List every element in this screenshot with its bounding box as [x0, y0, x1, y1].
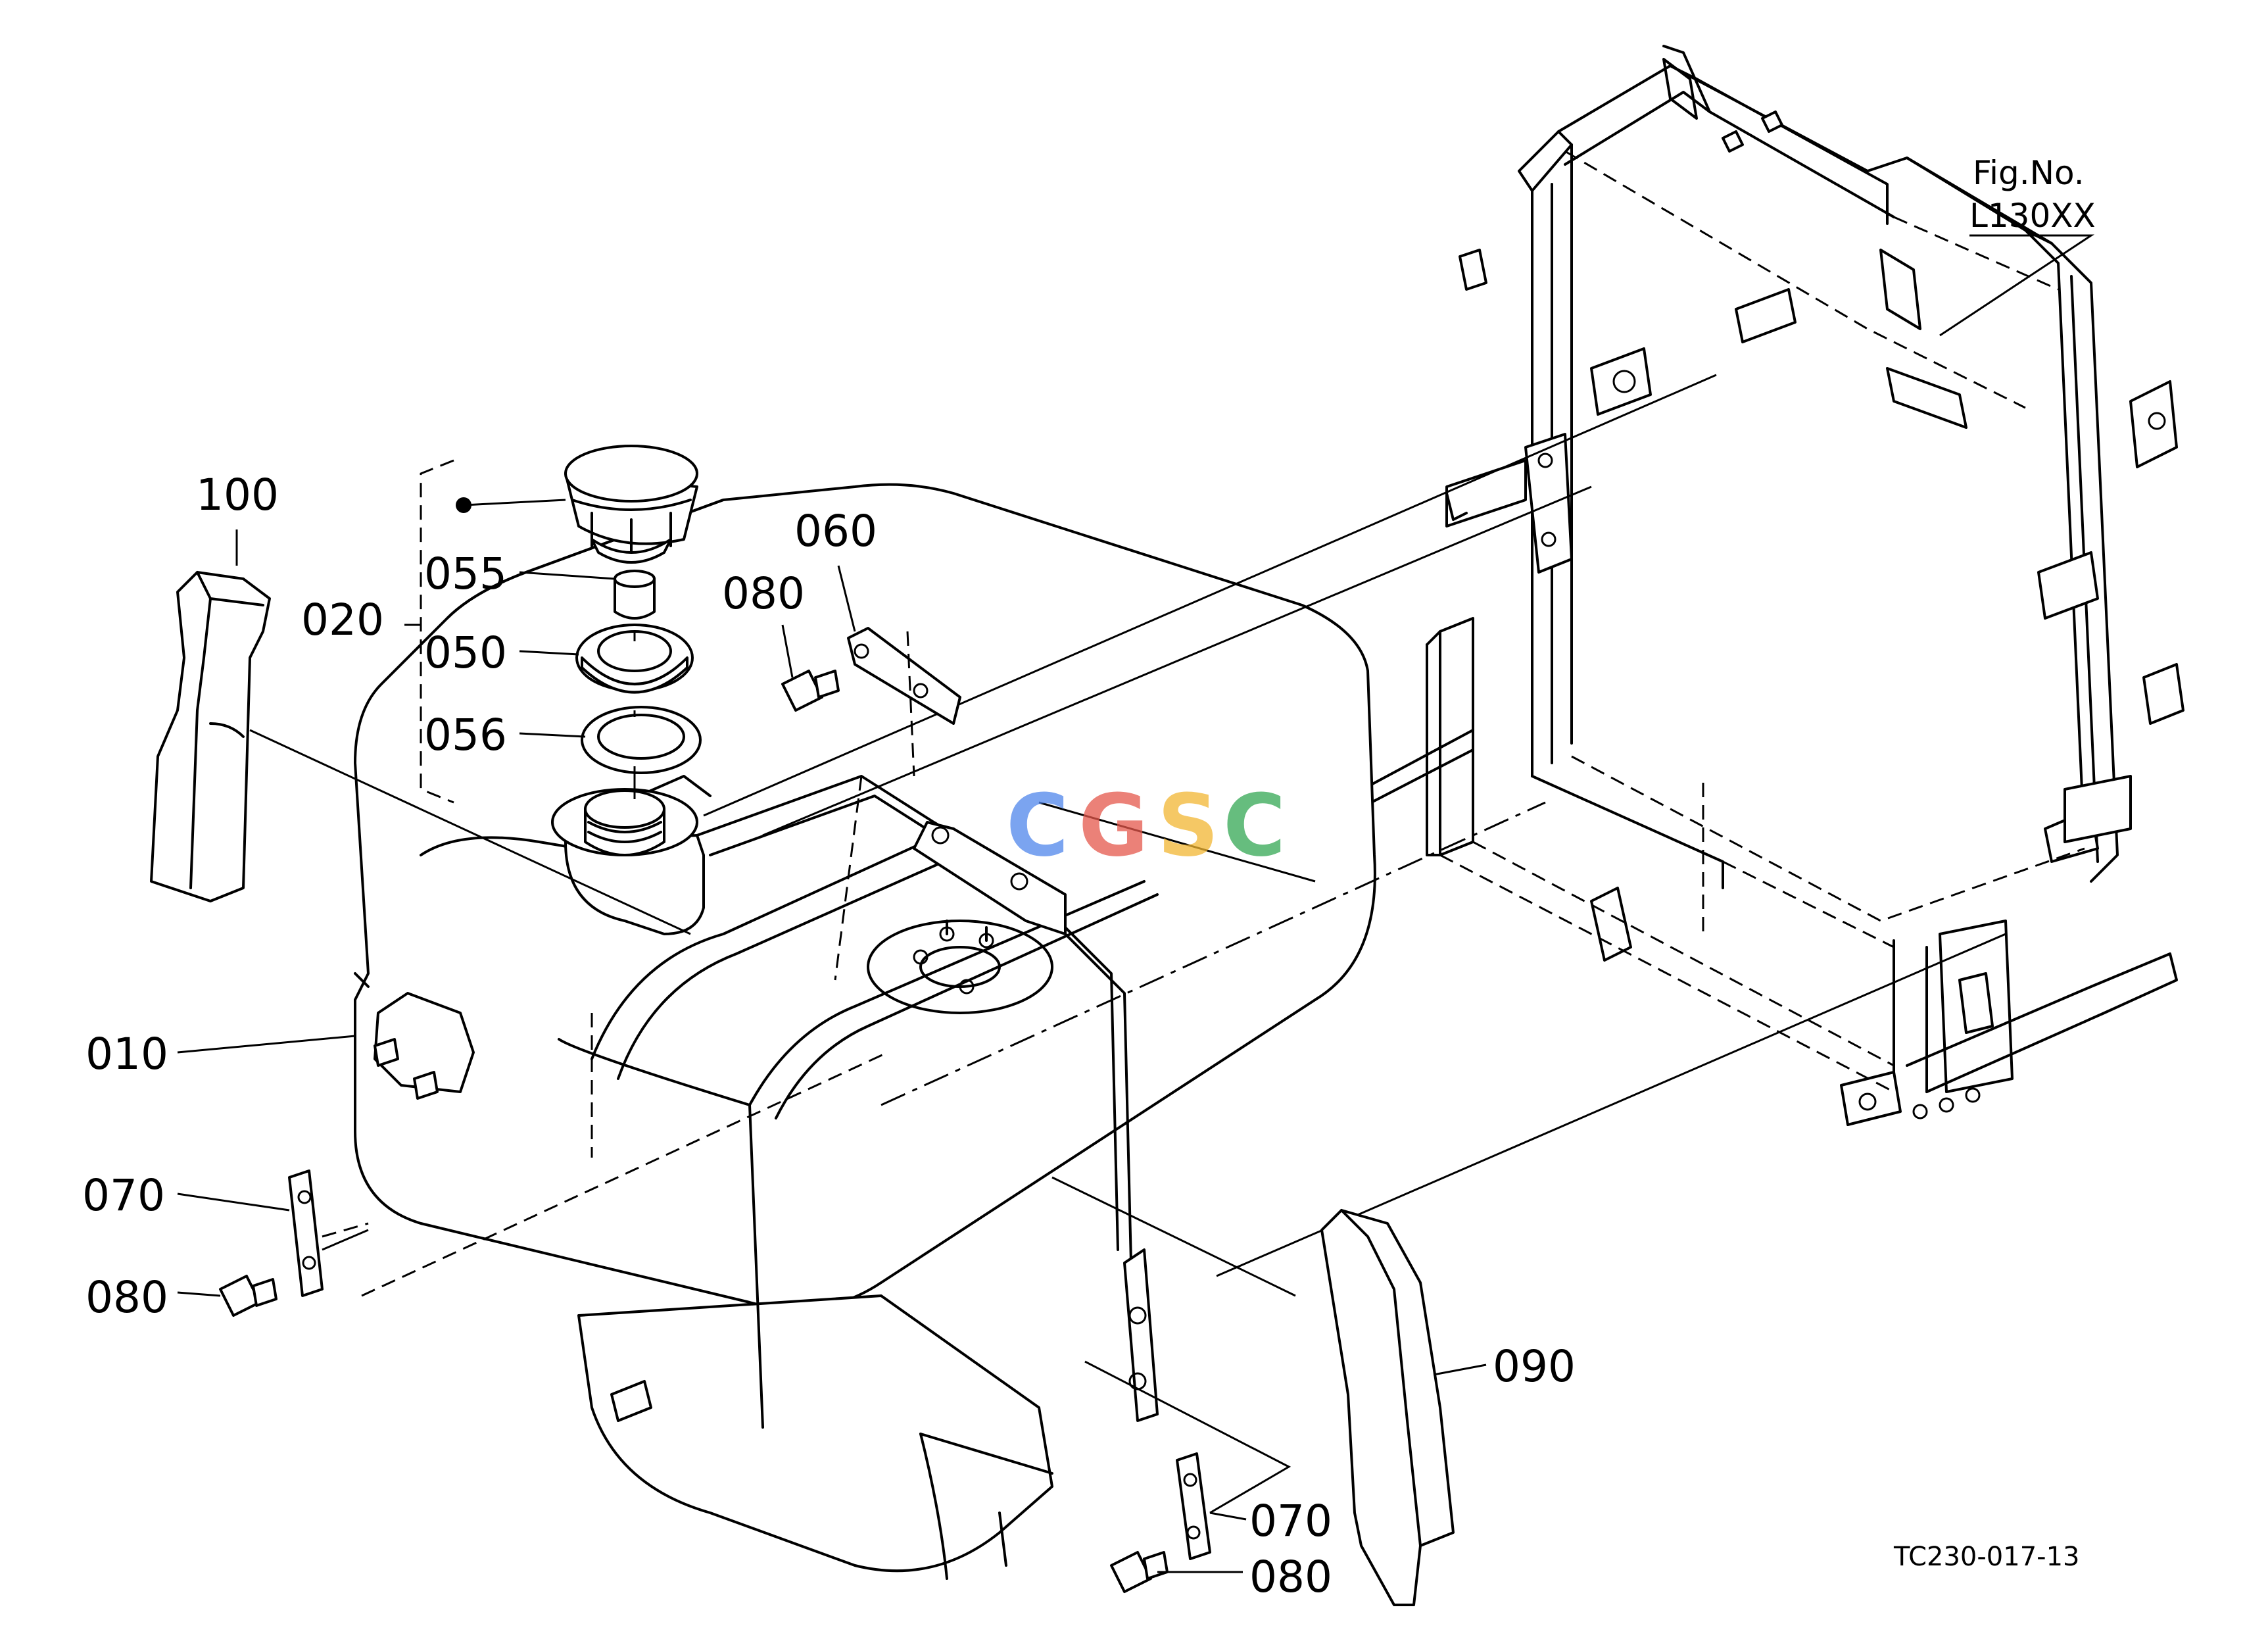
plate-070-left: [288, 1169, 369, 1297]
plate-070-right: [1084, 1360, 1291, 1560]
callout-070-right: 070: [1249, 1496, 1332, 1546]
bolt-080-left: [219, 1275, 277, 1317]
bolt-080-right: [1110, 1551, 1169, 1593]
filler-cap-assembly: [404, 445, 702, 804]
callout-056: 056: [424, 710, 507, 760]
callout-050: 050: [424, 627, 507, 678]
cushion-090: [1320, 1209, 1455, 1606]
callout-080-left: 080: [85, 1272, 168, 1323]
callout-090: 090: [1493, 1341, 1576, 1392]
callout-020: 020: [301, 595, 384, 645]
watermark-letter-c2: C: [1223, 775, 1286, 875]
callout-100: 100: [196, 470, 279, 520]
callout-080-top: 080: [722, 568, 805, 619]
callout-leaders: [177, 234, 2094, 1573]
callout-080-right: 080: [1249, 1552, 1332, 1602]
watermark: C G S C: [1006, 775, 1286, 875]
callout-labels: 100 020 055 050 056 060 080 010 070 080 …: [82, 154, 2096, 1602]
fig-no-label: Fig.No.: [1973, 154, 2085, 192]
alignment-lines: [249, 374, 2006, 1297]
fig-no-value: L130XX: [1969, 197, 2096, 235]
callout-055: 055: [424, 549, 507, 599]
bolt-080-top: [781, 670, 840, 712]
callout-010: 010: [85, 1029, 168, 1079]
drawing-code: TC230-017-13: [1893, 1542, 2079, 1572]
frame-assembly: [1248, 45, 2184, 1126]
callout-060: 060: [794, 506, 877, 556]
cushion-100: [150, 571, 271, 902]
callout-070-left: 070: [82, 1170, 165, 1221]
watermark-letter-g: G: [1078, 775, 1149, 875]
watermark-letter-s: S: [1157, 775, 1219, 875]
plate-060: [847, 627, 961, 777]
fuel-tank-010: [354, 483, 1376, 1580]
watermark-letter-c1: C: [1006, 775, 1069, 875]
